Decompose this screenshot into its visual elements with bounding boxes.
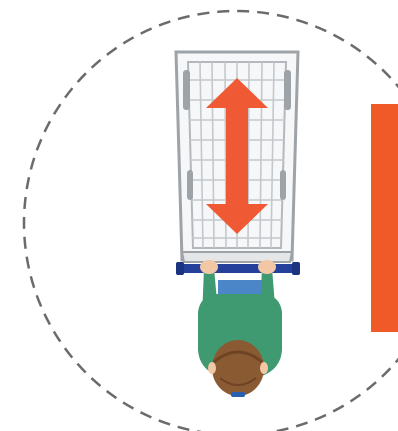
cart-handle (176, 262, 300, 275)
side-bar (371, 104, 398, 332)
person-icon (198, 260, 282, 397)
